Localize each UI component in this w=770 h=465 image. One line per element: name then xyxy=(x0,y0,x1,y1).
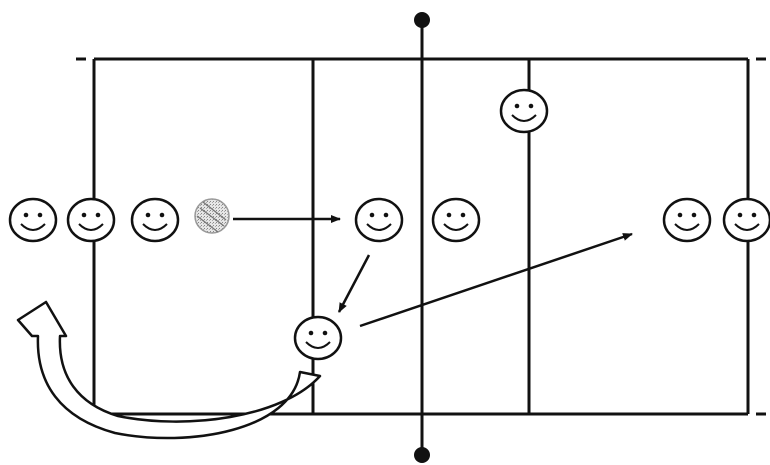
smiley-face-icon xyxy=(662,197,712,243)
smiley-face-icon xyxy=(66,197,116,243)
smiley-face-icon xyxy=(431,197,481,243)
net-post-icon xyxy=(414,12,430,28)
arrow-icon xyxy=(359,232,633,328)
volleyball-icon xyxy=(194,198,230,234)
players-group xyxy=(8,88,770,361)
smiley-face-icon xyxy=(499,88,549,134)
smiley-face-icon xyxy=(293,315,343,361)
net-post-icon xyxy=(414,447,430,463)
arrow-icon xyxy=(337,254,371,313)
curved-rotation-arrow-icon xyxy=(16,300,322,440)
smiley-face-icon xyxy=(722,197,770,243)
smiley-face-icon xyxy=(8,197,58,243)
smiley-face-icon xyxy=(130,197,180,243)
smiley-face-icon xyxy=(354,197,404,243)
